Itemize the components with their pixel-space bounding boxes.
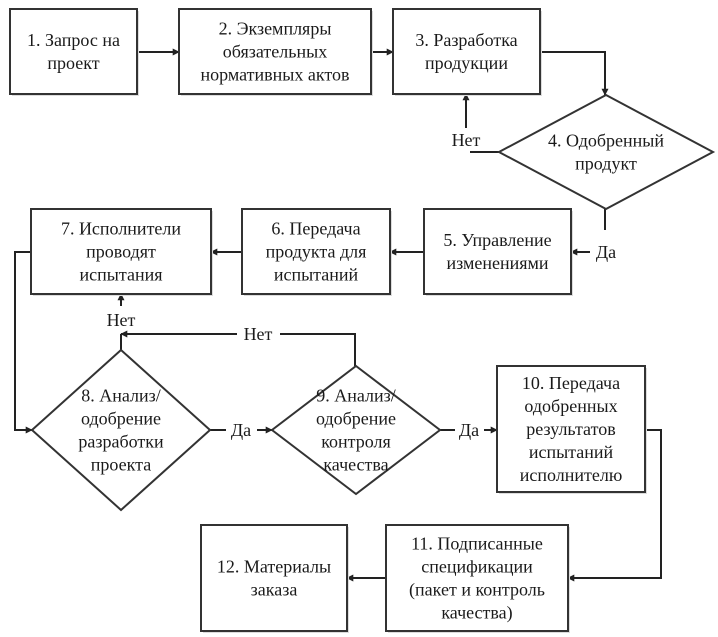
node-text-line: качества) (441, 603, 512, 624)
node-text-line: 4. Одобренный (548, 131, 664, 151)
edge-label-8-yes: Да (231, 420, 251, 440)
node-text-line: одобрение (316, 409, 396, 429)
node-text-line: продукта для (266, 242, 367, 262)
process-box (385, 524, 569, 632)
edge-7-to-8 (14, 251, 33, 434)
process-box (423, 208, 572, 295)
node-n11: 11. Подписанные спецификации (пакет и конт… (385, 524, 570, 633)
node-text-line: 5. Управление (443, 230, 551, 250)
node-n7: 7. Исполнители проводят испытания (30, 208, 213, 296)
node-text-line: 6. Передача (271, 219, 360, 239)
process-box (200, 524, 348, 632)
node-text-line: (пакет и контроль (409, 580, 545, 601)
node-text-line: одобренных (524, 396, 617, 416)
node-n10: 10. Передача одобренных результатов испытан… (496, 365, 647, 494)
edge-label-4-yes: Да (596, 242, 616, 262)
node-text-line: 10. Передача (522, 373, 620, 393)
node-text-line: проводят (86, 242, 156, 262)
process-box (30, 208, 212, 295)
node-text-line: продукции (425, 53, 508, 73)
node-text-line: нормативных актов (200, 65, 349, 85)
node-text-line: разработки (78, 432, 164, 452)
edges (14, 48, 662, 582)
decision-diamond (496, 93, 716, 211)
node-n4: 4. Одобренный продукт (496, 93, 716, 211)
edge-label-9-yes: Да (459, 420, 479, 440)
node-text-line: испытаний (274, 265, 359, 285)
node-n3: 3. Разработка продукции (392, 8, 542, 96)
node-text-line: 2. Экземпляры (219, 19, 332, 39)
node-text-line: 7. Исполнители (61, 219, 181, 239)
node-text-line: проект (47, 53, 99, 73)
process-box (178, 8, 372, 95)
edge-label-8-no: Нет (107, 310, 136, 330)
edge-9-to-8-no-a (280, 333, 356, 366)
node-n9: 9. Анализ/одобрение контроля качества (270, 364, 442, 496)
node-text-line: изменениями (446, 253, 548, 273)
node-n1: 1. Запрос на проект (9, 8, 139, 96)
node-text-line: спецификации (421, 557, 533, 577)
node-text-line: 3. Разработка (415, 30, 517, 50)
node-text-line: одобрение (81, 409, 161, 429)
node-text-line: испытания (80, 265, 163, 285)
process-box (496, 365, 646, 493)
node-text-line: 1. Запрос на (27, 30, 120, 50)
node-n12: 12. Материалы заказа (200, 524, 349, 633)
node-text-line: испытаний (529, 442, 614, 462)
process-box (9, 8, 138, 95)
node-text-line: обязательных (223, 42, 327, 62)
edge-3-to-4 (540, 51, 609, 96)
node-text-line: качества (323, 455, 388, 475)
decision-diamond (270, 364, 442, 496)
edge-label-9-no: Нет (244, 324, 273, 344)
process-box (241, 208, 391, 295)
node-text-line: продукт (575, 154, 637, 174)
node-n6: 6. Передача продукта для испытаний (241, 208, 392, 296)
node-text-line: заказа (251, 580, 298, 600)
node-text-line: 11. Подписанные (411, 534, 543, 554)
node-text-line: 9. Анализ/ (316, 386, 396, 406)
process-box (392, 8, 541, 95)
edge-label-4-no: Нет (452, 130, 481, 150)
edge-labels: Нет Да Нет Нет Да Да (107, 130, 617, 440)
node-text-line: 8. Анализ/ (81, 386, 161, 406)
node-n5: 5. Управление изменениями (423, 208, 573, 296)
decision-diamond (30, 348, 212, 512)
node-text-line: проекта (91, 455, 151, 475)
node-text-line: контроля (321, 432, 391, 452)
nodes: 1. Запрос на проект 2. Экземпляры обязатель… (9, 8, 716, 633)
node-n2: 2. Экземпляры обязательных нормативных акт… (178, 8, 373, 96)
node-n8: 8. Анализ/одобрение разработки проекта (30, 348, 212, 512)
node-text-line: исполнителю (520, 465, 623, 485)
node-text-line: результатов (526, 419, 615, 439)
node-text-line: 12. Материалы (217, 557, 331, 577)
edge-10-to-11 (567, 429, 662, 582)
